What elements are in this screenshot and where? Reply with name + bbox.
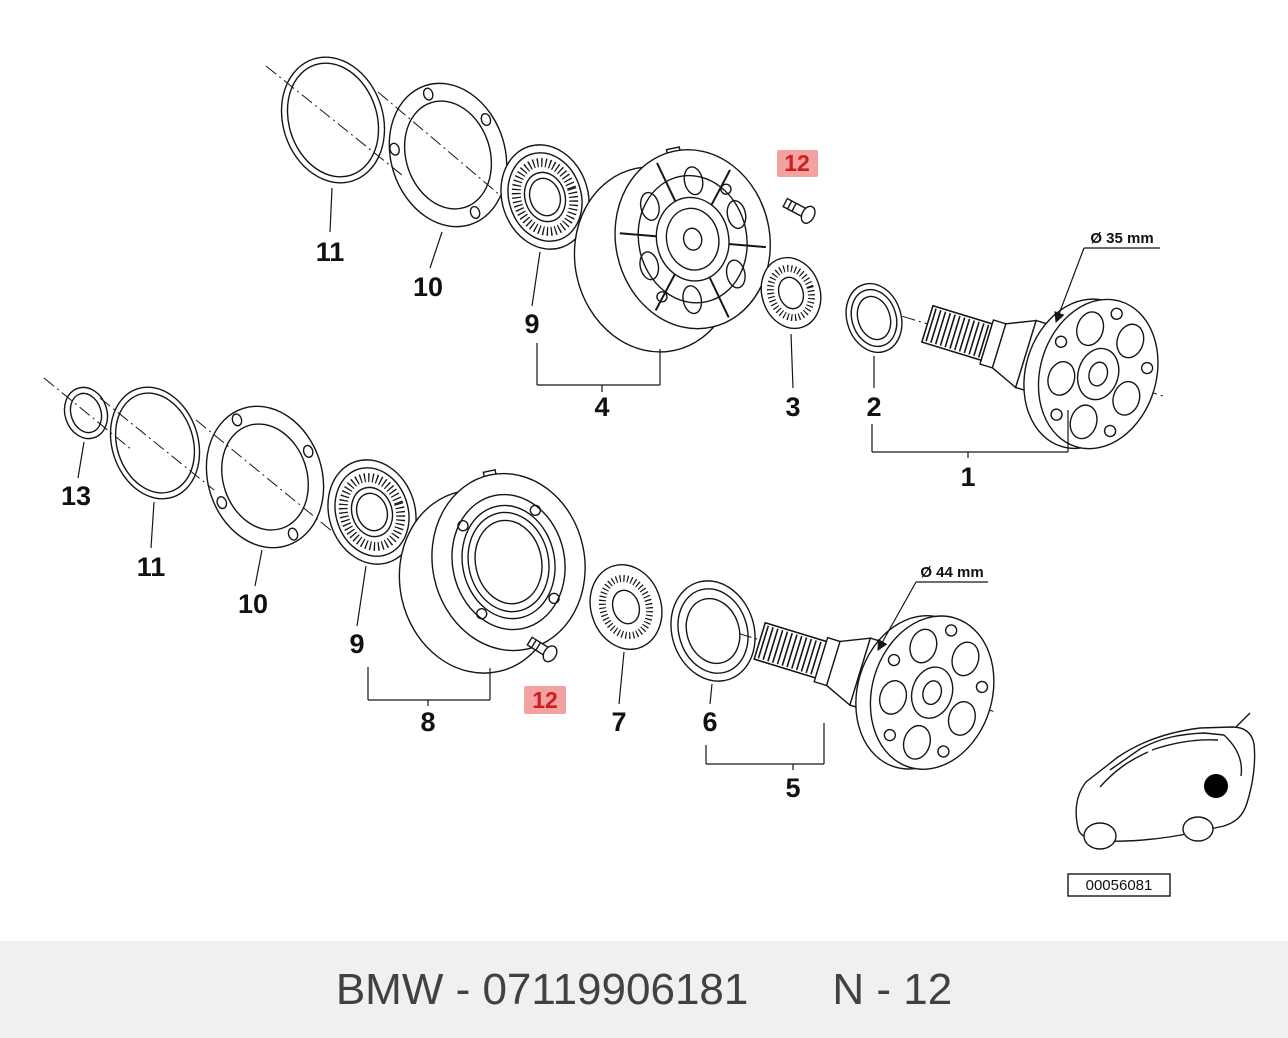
inset-code: 00056081 bbox=[1086, 877, 1153, 894]
bracket-8 bbox=[367, 667, 491, 706]
leader-9-bottom bbox=[356, 565, 367, 627]
leader-7 bbox=[618, 651, 625, 705]
gasket-6 bbox=[670, 580, 756, 682]
callout-10-bottom[interactable]: 10 bbox=[238, 589, 268, 619]
bolt-12-top bbox=[782, 197, 816, 224]
callout-8[interactable]: 8 bbox=[420, 707, 435, 737]
drive-flange-8 bbox=[398, 469, 586, 674]
highlight-12-bottom[interactable] bbox=[524, 686, 566, 714]
bearing-3 bbox=[760, 256, 822, 330]
bearing-9-top bbox=[500, 144, 590, 250]
highlight-12-top[interactable] bbox=[777, 150, 818, 177]
snap-ring-11-bottom bbox=[99, 386, 215, 500]
bracket-4 bbox=[536, 343, 661, 392]
snap-ring-11-top bbox=[265, 56, 403, 184]
callout-6[interactable]: 6 bbox=[702, 707, 717, 737]
leader-9-top bbox=[531, 251, 541, 307]
callout-12-bottom[interactable]: 12 bbox=[532, 687, 558, 713]
bolt-12-bottom bbox=[526, 636, 558, 663]
callout-11-bottom[interactable]: 11 bbox=[137, 552, 166, 582]
output-shaft-5 bbox=[738, 615, 998, 770]
callout-9-bottom[interactable]: 9 bbox=[349, 629, 364, 659]
output-shaft-1 bbox=[902, 298, 1167, 450]
gasket-10-top bbox=[377, 82, 521, 228]
callout-2[interactable]: 2 bbox=[866, 392, 881, 422]
leader-13 bbox=[77, 441, 85, 479]
bracket-1 bbox=[871, 410, 1069, 458]
callout-12-top[interactable]: 12 bbox=[784, 150, 810, 176]
location-marker-dot bbox=[1204, 774, 1228, 798]
footer-part-number: BMW - 07119906181 bbox=[335, 964, 749, 1014]
ring-13 bbox=[43, 377, 133, 451]
footer-bar: BMW - 07119906181 N - 12 bbox=[0, 941, 1288, 1038]
drive-flange-4 bbox=[573, 146, 771, 353]
callout-1[interactable]: 1 bbox=[960, 462, 975, 492]
leader-10-top bbox=[429, 231, 443, 269]
leader-6 bbox=[709, 683, 713, 705]
footer-page-ref: N - 12 bbox=[832, 964, 953, 1014]
leader-10-bottom bbox=[254, 549, 263, 587]
dimension-top: Ø 35 mm bbox=[1090, 230, 1153, 247]
inset-code-box bbox=[1067, 873, 1171, 897]
seal-2 bbox=[845, 282, 903, 354]
leader-3 bbox=[790, 333, 794, 389]
callout-9-top[interactable]: 9 bbox=[524, 309, 539, 339]
leader-11-bottom bbox=[150, 501, 155, 549]
callout-3[interactable]: 3 bbox=[785, 392, 800, 422]
parts-diagram: 11 10 9 bbox=[43, 56, 1256, 897]
callout-11-top[interactable]: 11 bbox=[316, 237, 345, 267]
callout-7[interactable]: 7 bbox=[611, 707, 626, 737]
gasket-10-bottom bbox=[195, 405, 339, 549]
callout-5[interactable]: 5 bbox=[785, 773, 800, 803]
bracket-5 bbox=[705, 723, 825, 770]
callout-10-top[interactable]: 10 bbox=[413, 272, 443, 302]
dimension-bottom-arrow bbox=[877, 581, 917, 651]
dimension-bottom: Ø 44 mm bbox=[920, 564, 983, 581]
callout-4[interactable]: 4 bbox=[594, 392, 609, 422]
leader-11-top bbox=[329, 187, 333, 233]
dimension-top-arrow bbox=[1054, 247, 1085, 324]
bearing-9-bottom bbox=[327, 459, 417, 565]
callout-13[interactable]: 13 bbox=[61, 481, 91, 511]
car-location-inset: 00056081 bbox=[1067, 712, 1256, 897]
bearing-7 bbox=[589, 563, 663, 651]
